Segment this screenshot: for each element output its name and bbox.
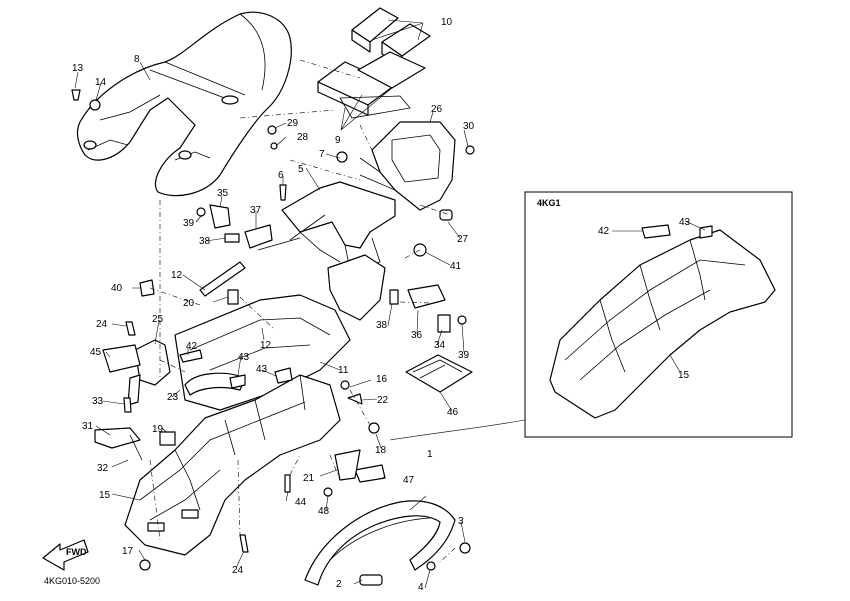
part-number-label: 38 — [199, 236, 211, 247]
part-number-label: 27 — [457, 234, 469, 245]
part-number-label: 11 — [338, 365, 349, 376]
grab-bracket-part — [94, 339, 171, 461]
fwd-arrow: FWD — [42, 539, 89, 571]
part-number-label: 18 — [375, 445, 387, 456]
part-number-label: 41 — [450, 261, 462, 272]
part-number-label: 20 — [183, 298, 195, 309]
part-number-label: 15 — [99, 490, 111, 501]
part-number-label: 10 — [441, 17, 453, 28]
part-number-label: 45 — [90, 347, 102, 358]
part-number-label: 44 — [295, 497, 307, 508]
part-number-label: 39 — [458, 350, 470, 361]
part-number-label: 48 — [318, 506, 330, 517]
part-number-label: 19 — [152, 424, 164, 435]
part-number-label: 35 — [217, 188, 229, 199]
part-number-label: 31 — [82, 421, 94, 432]
seat-part — [76, 11, 292, 197]
part-number-label: 43 — [256, 364, 268, 375]
frame-part — [257, 151, 396, 321]
part-number-label: 13 — [72, 63, 84, 74]
part-number-label: 37 — [250, 205, 262, 216]
part-number-label: 12 — [171, 270, 183, 281]
leader-lines — [74, 19, 469, 589]
part-number-label: 42 — [598, 226, 610, 237]
part-number-label: 24 — [232, 565, 244, 576]
part-number-label: 21 — [303, 473, 315, 484]
part-number-label: 46 — [447, 407, 459, 418]
small-hardware — [71, 89, 473, 571]
assembly-lines — [149, 59, 456, 563]
part-number-label: 25 — [152, 314, 164, 325]
part-number-label: 28 — [297, 132, 309, 143]
part-number-label: 7 — [319, 149, 325, 160]
inset-rear-fender-part — [549, 224, 776, 419]
part-number-label: 23 — [167, 392, 179, 403]
drawing-code: 4KG010-5200 — [44, 576, 100, 586]
part-labels: 1 2 3 4 5 6 7 8 9 10 11 12 12 13 14 15 1… — [72, 17, 691, 593]
part-number-label: 33 — [92, 396, 104, 407]
part-number-label: 36 — [411, 330, 423, 341]
part-number-label: 9 — [335, 135, 341, 146]
part-number-label: 15 — [678, 370, 690, 381]
part-number-label: 14 — [95, 77, 107, 88]
part-number-label: 5 — [298, 164, 304, 175]
part-number-label: 40 — [111, 283, 123, 294]
fwd-arrow-label: FWD — [66, 547, 87, 557]
part-number-label: 1 — [427, 449, 433, 460]
part-number-label: 4 — [418, 582, 424, 593]
seat-pads-part — [317, 7, 431, 119]
part-number-label: 38 — [376, 320, 388, 331]
part-number-label: 6 — [278, 170, 284, 181]
rear-fender-part — [124, 374, 341, 556]
part-number-label: 43 — [679, 217, 691, 228]
part-number-label: 16 — [376, 374, 388, 385]
part-number-label: 43 — [238, 352, 250, 363]
part-number-label: 22 — [377, 395, 389, 406]
part-number-label: 34 — [434, 340, 446, 351]
part-number-label: 42 — [186, 341, 198, 352]
part-number-label: 32 — [97, 463, 109, 474]
part-number-label: 3 — [458, 516, 464, 527]
part-number-label: 39 — [183, 218, 195, 229]
part-number-label: 17 — [122, 546, 134, 557]
part-number-label: 26 — [431, 104, 443, 115]
part-number-label: 29 — [287, 118, 299, 129]
part-number-label: 47 — [403, 475, 415, 486]
part-number-label: 30 — [463, 121, 475, 132]
inset-title: 4KG1 — [537, 198, 561, 208]
part-number-label: 8 — [134, 54, 140, 65]
part-number-label: 12 — [260, 340, 272, 351]
front-fender-part — [304, 500, 471, 586]
inset-box — [389, 191, 793, 441]
tail-light-part — [359, 121, 475, 221]
part-number-label: 2 — [336, 579, 342, 590]
part-number-label: 24 — [96, 319, 108, 330]
